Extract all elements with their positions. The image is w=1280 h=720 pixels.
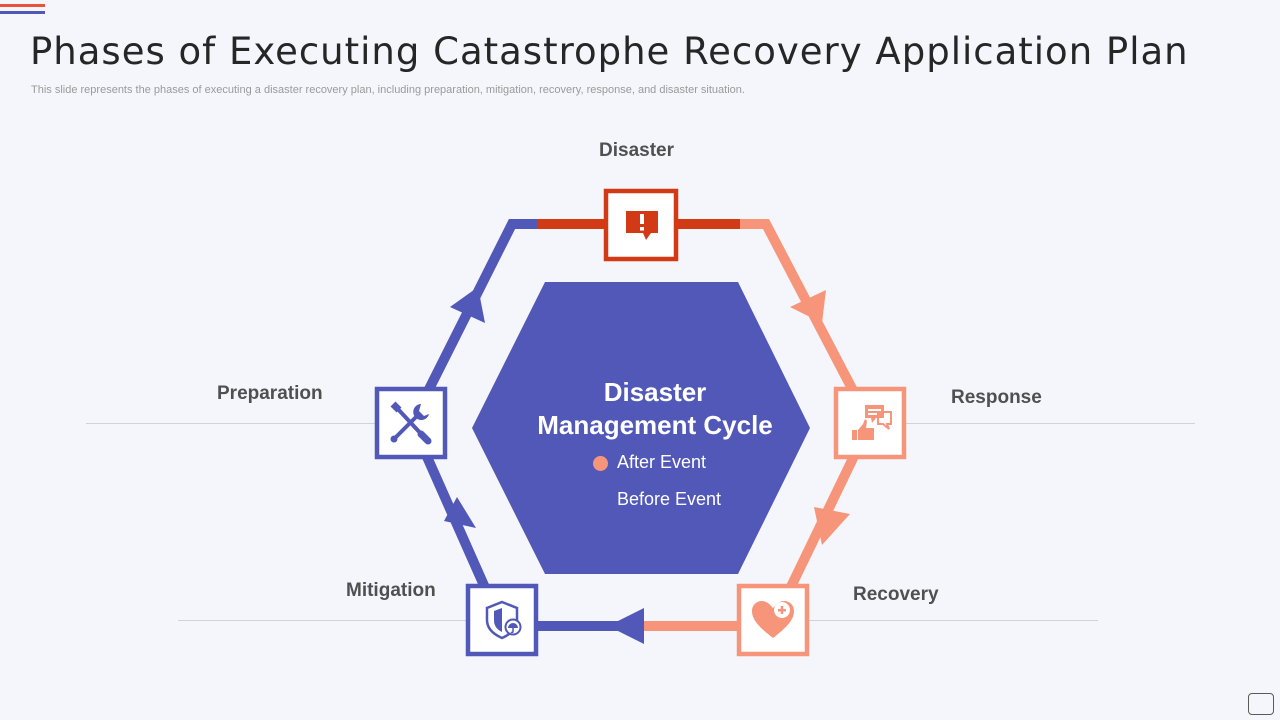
arrow-preparation-up (450, 287, 485, 323)
stage-label-response: Response (951, 387, 1042, 408)
arrow-recovery-down (814, 507, 850, 545)
legend-after-event: After Event (617, 452, 707, 472)
guide-line-right-middle (905, 423, 1195, 424)
alert-chat-icon (626, 211, 658, 240)
heart-plus-icon (752, 601, 794, 638)
response-icon-box (833, 386, 907, 460)
before-event-dot (593, 492, 608, 507)
disaster-icon-box (603, 188, 679, 262)
guide-line-left-bottom (178, 620, 470, 621)
feedback-like-icon (852, 405, 892, 440)
stage-label-recovery: Recovery (853, 584, 939, 605)
guide-line-left-middle (86, 423, 376, 424)
legend-before-event: Before Event (617, 489, 722, 509)
accent-bar-blue (0, 11, 45, 14)
tools-icon (390, 401, 432, 445)
mitigation-icon-box (465, 583, 539, 657)
center-title: Disaster Management Cycle (490, 376, 820, 442)
guide-line-right-bottom (808, 620, 1098, 621)
stage-label-mitigation: Mitigation (346, 580, 436, 601)
center-title-line2: Management Cycle (537, 410, 773, 440)
shield-umbrella-icon (485, 600, 522, 640)
arrow-mitigation-up (444, 497, 476, 528)
center-title-line1: Disaster (603, 377, 707, 407)
accent-bar-orange (0, 4, 45, 7)
after-event-dot (593, 456, 608, 471)
stage-label-preparation: Preparation (217, 383, 323, 404)
slide-corner-button[interactable] (1248, 693, 1274, 715)
page-subtitle: This slide represents the phases of exec… (31, 84, 745, 96)
arrow-mitigation-left (608, 608, 644, 644)
page-title: Phases of Executing Catastrophe Recovery… (30, 30, 1189, 73)
center-hexagon (472, 282, 810, 574)
stage-label-disaster: Disaster (599, 140, 674, 161)
arrow-response-down (790, 290, 826, 323)
